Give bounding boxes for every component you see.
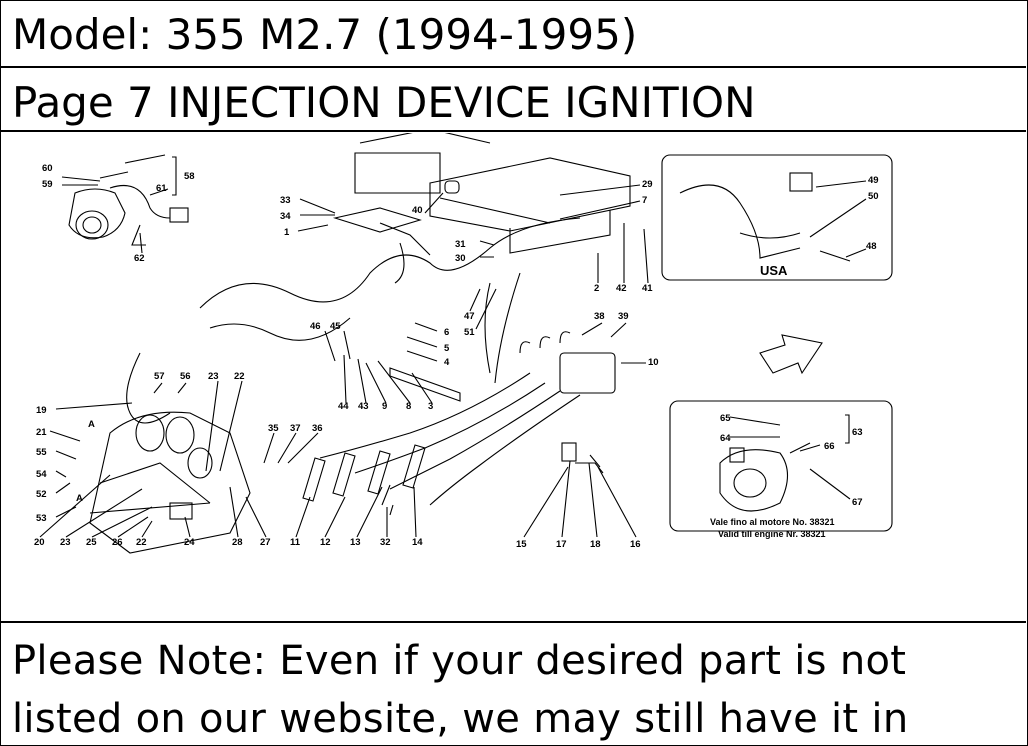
svg-text:66: 66 [824,441,835,452]
svg-text:56: 56 [180,371,191,382]
svg-text:52: 52 [36,489,47,500]
svg-text:A: A [88,419,95,430]
svg-text:31: 31 [455,239,466,250]
svg-text:13: 13 [350,537,361,548]
svg-text:30: 30 [455,253,466,264]
svg-text:9: 9 [382,401,387,412]
svg-text:62: 62 [134,253,145,264]
model-title: Model: 355 M2.7 (1994-1995) [0,0,1026,68]
svg-text:36: 36 [312,423,323,434]
svg-text:37: 37 [290,423,301,434]
please-note-text: Please Note: Even if your desired part i… [12,632,1022,744]
svg-text:23: 23 [208,371,219,382]
intake-manifold-sketch [89,411,251,554]
svg-text:43: 43 [358,401,369,412]
svg-text:53: 53 [36,513,47,524]
svg-text:55: 55 [36,447,47,458]
svg-text:12: 12 [320,537,331,548]
svg-text:3: 3 [428,401,433,412]
svg-text:57: 57 [154,371,165,382]
svg-text:A: A [76,493,83,504]
svg-text:21: 21 [36,427,47,438]
svg-text:1: 1 [284,227,290,238]
valid-english-caption: Valid till engine Nr. 38321 [718,529,826,539]
svg-text:40: 40 [412,205,423,216]
note-line-2: listed on our website, we may still have… [12,696,909,742]
usa-inset-frame [661,154,893,281]
svg-text:18: 18 [590,539,601,550]
svg-text:4: 4 [444,357,450,368]
svg-text:34: 34 [280,211,291,222]
svg-text:26: 26 [112,537,123,548]
svg-text:50: 50 [868,191,879,202]
svg-text:51: 51 [464,327,475,338]
svg-text:28: 28 [232,537,243,548]
svg-text:48: 48 [866,241,877,252]
svg-text:20: 20 [34,537,45,548]
svg-text:25: 25 [86,537,97,548]
svg-text:8: 8 [406,401,411,412]
svg-text:64: 64 [720,433,731,444]
svg-text:59: 59 [42,179,53,190]
svg-text:29: 29 [642,179,653,190]
svg-text:61: 61 [156,183,167,194]
svg-text:33: 33 [280,195,291,206]
svg-text:15: 15 [516,539,527,550]
svg-text:38: 38 [594,311,605,322]
svg-text:35: 35 [268,423,279,434]
svg-text:17: 17 [556,539,567,550]
svg-text:19: 19 [36,405,47,416]
svg-text:16: 16 [630,539,641,550]
svg-text:24: 24 [184,537,195,548]
svg-text:58: 58 [184,171,195,182]
svg-text:63: 63 [852,427,863,438]
svg-text:41: 41 [642,283,653,294]
svg-text:42: 42 [616,283,627,294]
svg-text:23: 23 [60,537,71,548]
svg-text:49: 49 [868,175,879,186]
svg-text:45: 45 [330,321,341,332]
note-line-1: Please Note: Even if your desired part i… [12,638,907,684]
svg-text:60: 60 [42,163,53,174]
svg-text:39: 39 [618,311,629,322]
svg-text:67: 67 [852,497,863,508]
svg-text:27: 27 [260,537,271,548]
svg-text:2: 2 [594,283,599,294]
svg-text:14: 14 [412,537,423,548]
svg-text:46: 46 [310,321,321,332]
svg-text:65: 65 [720,413,731,424]
svg-text:32: 32 [380,537,391,548]
svg-text:47: 47 [464,311,475,322]
direction-arrow [759,334,823,375]
svg-text:44: 44 [338,401,349,412]
svg-text:6: 6 [444,327,449,338]
svg-text:7: 7 [642,195,647,206]
page-title: Page 7 INJECTION DEVICE IGNITION [0,68,1026,132]
svg-text:5: 5 [444,343,450,354]
svg-text:10: 10 [648,357,659,368]
usa-label: USA [760,263,788,278]
valid-italian-caption: Vale fino al motore No. 38321 [710,517,835,527]
svg-text:54: 54 [36,469,47,480]
svg-text:22: 22 [234,371,245,382]
svg-text:11: 11 [290,537,301,548]
engine-range-inset-frame [669,400,893,532]
svg-text:22: 22 [136,537,147,548]
